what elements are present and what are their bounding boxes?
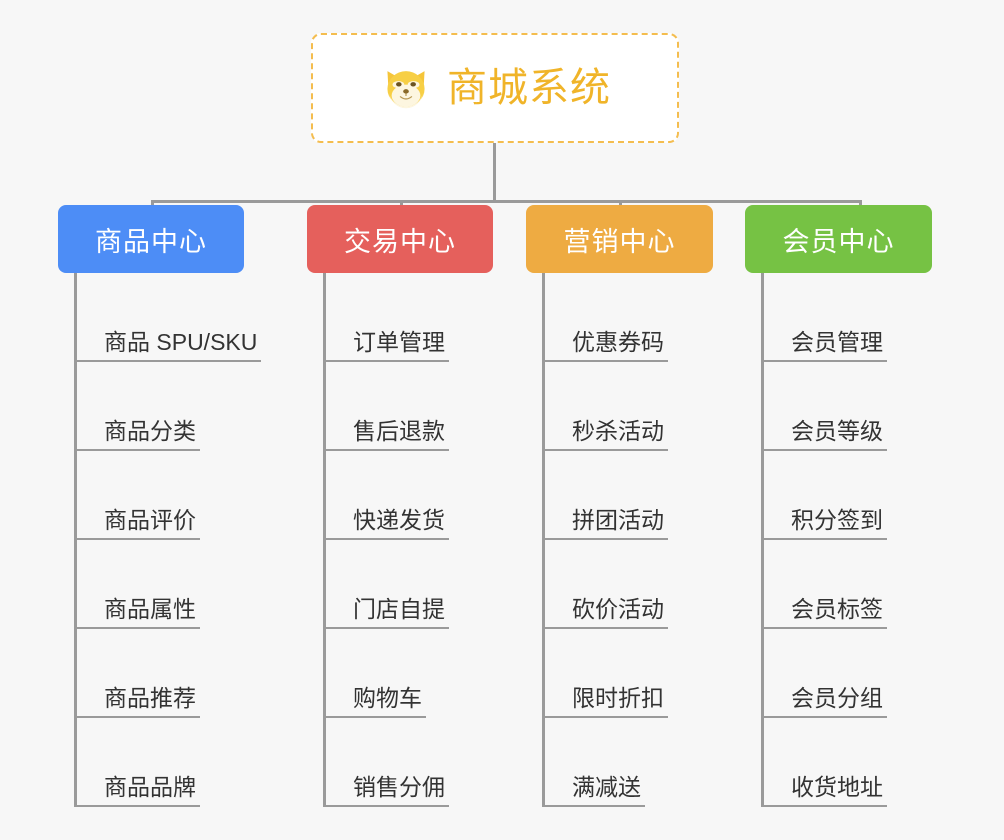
- leaf-item-label: 商品分类: [102, 418, 200, 451]
- leaf-spine-1: [323, 273, 326, 807]
- leaf-item[interactable]: 商品分类: [74, 362, 200, 451]
- branch-node-1-label: 交易中心: [344, 226, 456, 257]
- leaf-item-label: 拼团活动: [570, 507, 668, 540]
- leaf-item-label: 订单管理: [351, 329, 449, 362]
- leaf-item-label: 门店自提: [351, 596, 449, 629]
- leaf-item[interactable]: 收货地址: [761, 718, 887, 807]
- leaf-item-label: 商品属性: [102, 596, 200, 629]
- leaf-item-label: 会员等级: [789, 418, 887, 451]
- leaf-item-label: 快递发货: [351, 507, 449, 540]
- root-node-shop-system[interactable]: 商城系统: [311, 33, 679, 143]
- leaf-item-label: 商品品牌: [102, 774, 200, 807]
- leaf-item[interactable]: 秒杀活动: [542, 362, 668, 451]
- branch-node-3-label: 会员中心: [782, 226, 895, 257]
- leaf-item[interactable]: 购物车: [323, 629, 426, 718]
- connector-branch-0: [151, 200, 154, 205]
- leaf-item[interactable]: 商品 SPU/SKU: [74, 273, 262, 362]
- branch-node-1[interactable]: 交易中心: [307, 205, 493, 273]
- leaf-item[interactable]: 售后退款: [323, 362, 449, 451]
- branch-node-0-label: 商品中心: [95, 226, 207, 257]
- leaf-item-label: 售后退款: [351, 418, 449, 451]
- leaf-item-label: 会员标签: [789, 596, 887, 629]
- branch-node-2-label: 营销中心: [563, 226, 676, 257]
- leaf-item[interactable]: 商品属性: [74, 540, 200, 629]
- leaf-spine-3: [761, 273, 764, 807]
- leaf-item-label: 限时折扣: [570, 685, 668, 718]
- leaf-column-1: 订单管理售后退款快递发货门店自提购物车销售分佣: [323, 273, 583, 807]
- connector-root-stem: [493, 143, 496, 203]
- leaf-column-3: 会员管理会员等级积分签到会员标签会员分组收货地址: [761, 273, 1004, 807]
- branch-node-0[interactable]: 商品中心: [58, 205, 244, 273]
- shiba-dog-face-icon: [379, 61, 433, 115]
- leaf-item-label: 购物车: [351, 685, 426, 718]
- connector-horizontal-bus: [151, 200, 862, 203]
- leaf-item-label: 商品评价: [102, 507, 200, 540]
- leaf-item[interactable]: 积分签到: [761, 451, 887, 540]
- leaf-item-label: 会员管理: [789, 329, 887, 362]
- leaf-item[interactable]: 会员管理: [761, 273, 887, 362]
- leaf-item[interactable]: 商品品牌: [74, 718, 200, 807]
- leaf-column-2: 优惠券码秒杀活动拼团活动砍价活动限时折扣满减送: [542, 273, 802, 807]
- leaf-item[interactable]: 会员等级: [761, 362, 887, 451]
- leaf-item[interactable]: 订单管理: [323, 273, 449, 362]
- leaf-item[interactable]: 砍价活动: [542, 540, 668, 629]
- leaf-item[interactable]: 会员标签: [761, 540, 887, 629]
- leaf-item-label: 满减送: [570, 774, 645, 807]
- root-node-title: 商城系统: [447, 66, 611, 110]
- leaf-item-label: 商品推荐: [102, 685, 200, 718]
- leaf-item[interactable]: 商品推荐: [74, 629, 200, 718]
- leaf-item[interactable]: 快递发货: [323, 451, 449, 540]
- leaf-item[interactable]: 限时折扣: [542, 629, 668, 718]
- leaf-item[interactable]: 拼团活动: [542, 451, 668, 540]
- leaf-item[interactable]: 商品评价: [74, 451, 200, 540]
- branch-node-3[interactable]: 会员中心: [745, 205, 932, 273]
- leaf-item-label: 会员分组: [789, 685, 887, 718]
- connector-branch-1: [400, 200, 403, 205]
- leaf-item[interactable]: 门店自提: [323, 540, 449, 629]
- connector-branch-2: [619, 200, 622, 205]
- leaf-item[interactable]: 销售分佣: [323, 718, 449, 807]
- leaf-spine-2: [542, 273, 545, 807]
- branch-node-2[interactable]: 营销中心: [526, 205, 713, 273]
- leaf-column-0: 商品 SPU/SKU 商品分类商品评价商品属性商品推荐商品品牌: [74, 273, 334, 807]
- connector-branch-3: [859, 200, 862, 205]
- leaf-item-label: 秒杀活动: [570, 418, 668, 451]
- leaf-item[interactable]: 满减送: [542, 718, 645, 807]
- leaf-item-label: 销售分佣: [351, 774, 449, 807]
- leaf-item-label: 优惠券码: [570, 329, 668, 362]
- leaf-spine-0: [74, 273, 77, 807]
- leaf-item-label: 商品 SPU/SKU: [102, 329, 262, 362]
- leaf-item-label: 收货地址: [789, 774, 887, 807]
- leaf-item[interactable]: 会员分组: [761, 629, 887, 718]
- leaf-item-label: 积分签到: [789, 507, 887, 540]
- leaf-item-label: 砍价活动: [570, 596, 668, 629]
- leaf-item[interactable]: 优惠券码: [542, 273, 668, 362]
